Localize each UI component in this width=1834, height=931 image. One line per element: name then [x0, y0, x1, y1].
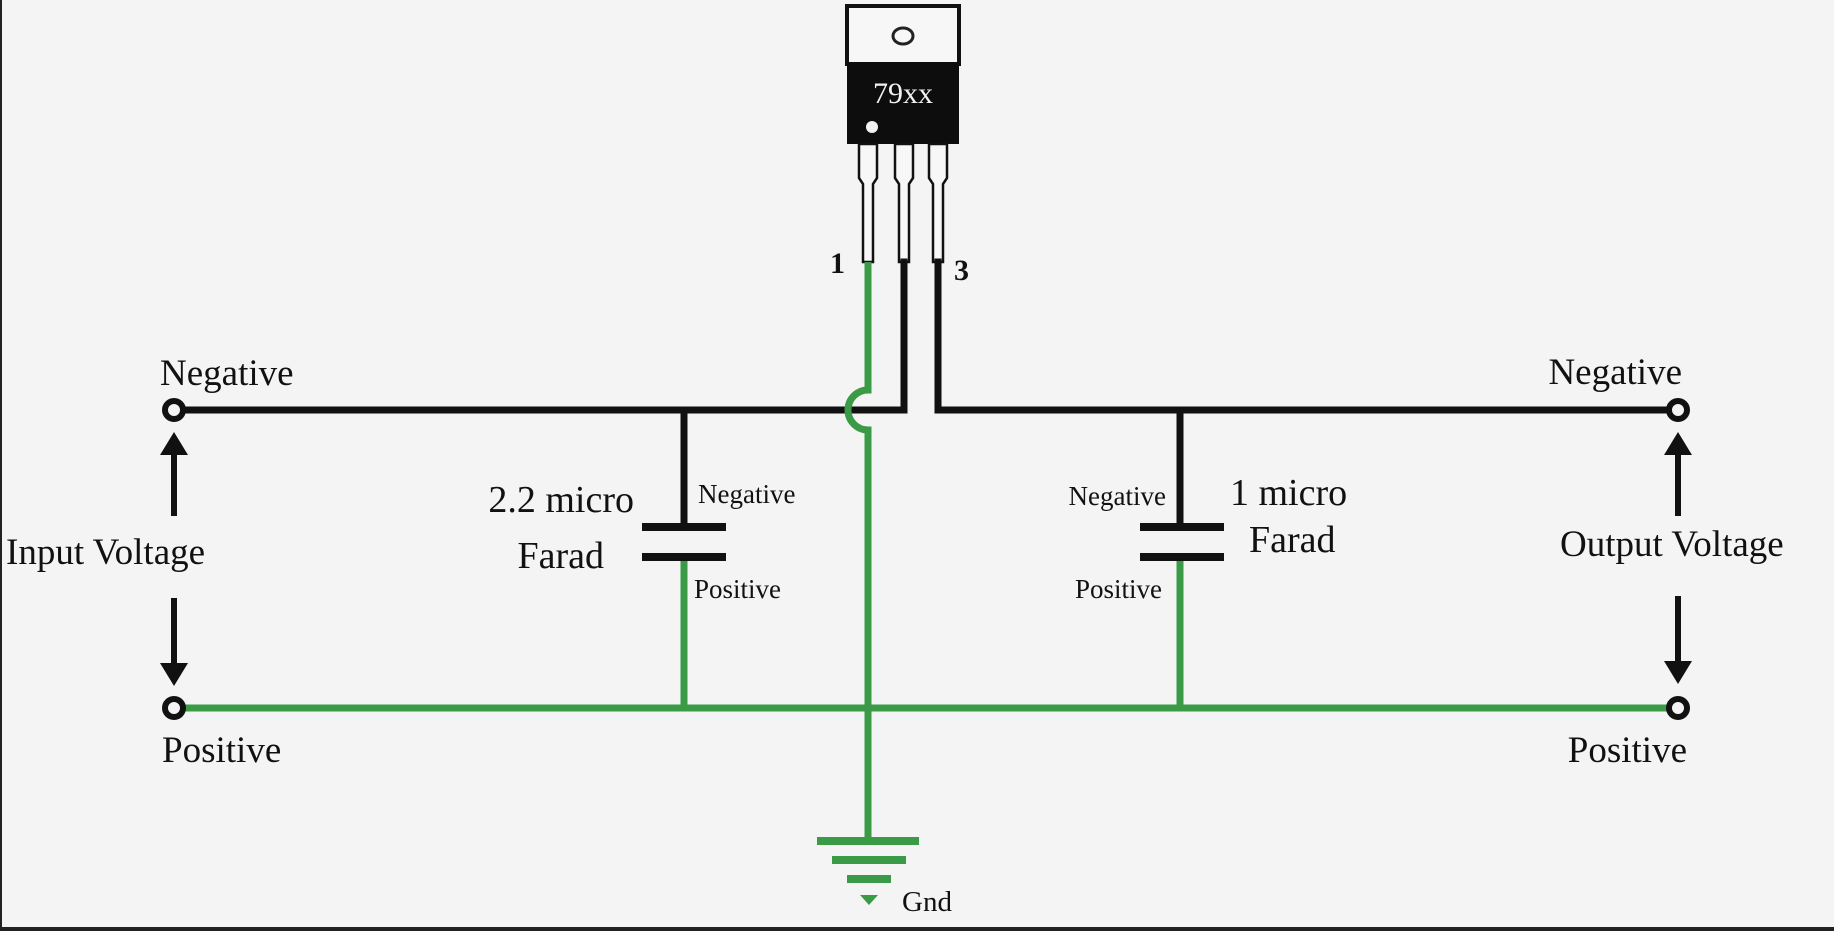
- ground-bar-2: [832, 856, 906, 864]
- capacitor-output: 1 micro Farad Negative Positive: [1069, 472, 1348, 604]
- input-negative-terminal[interactable]: [162, 398, 186, 422]
- input-voltage-label: Input Voltage: [6, 532, 205, 573]
- capacitor-input-negative-label: Negative: [698, 479, 795, 509]
- negative-rail: [178, 258, 1674, 530]
- capacitor-output-plate-positive: [1140, 553, 1224, 561]
- regulator-pin-1: [857, 142, 879, 264]
- positive-rail: [182, 262, 1670, 838]
- capacitor-input-positive-label: Positive: [694, 574, 781, 604]
- input-arrow-down-icon: [160, 598, 188, 686]
- input-arrow-up-icon: [160, 432, 188, 516]
- regulator-pins: [857, 142, 949, 264]
- input-positive-label: Positive: [162, 730, 281, 771]
- regulator-body: [847, 62, 959, 144]
- pin3-label: 3: [954, 254, 969, 287]
- capacitor-output-value-line2: Farad: [1249, 519, 1336, 561]
- ground-label: Gnd: [902, 886, 952, 918]
- output-arrow-down-icon: [1664, 596, 1692, 684]
- input-negative-label: Negative: [160, 353, 294, 394]
- ground-bar-3: [847, 875, 891, 883]
- regulator-pin-3: [927, 142, 949, 264]
- input-terminals: Negative Positive Input Voltage: [6, 353, 294, 771]
- pin1-label: 1: [830, 247, 845, 280]
- output-negative-terminal[interactable]: [1666, 398, 1690, 422]
- output-positive-terminal[interactable]: [1666, 696, 1690, 720]
- ground-icon: [817, 837, 919, 905]
- regulator-tab: [845, 4, 961, 66]
- wire-pin3-to-output: [934, 258, 1674, 414]
- regulator-pin1-dot: [866, 121, 878, 133]
- output-negative-label: Negative: [1548, 352, 1682, 393]
- capacitor-input-value-line2: Farad: [517, 535, 604, 577]
- capacitor-input: 2.2 micro Farad Negative Positive: [488, 479, 795, 604]
- wire-pin1-to-ground: [844, 262, 872, 838]
- capacitor-output-positive-label: Positive: [1075, 574, 1162, 604]
- wire-pin2-to-input: [848, 258, 908, 414]
- capacitor-output-value-line1: 1 micro: [1230, 472, 1347, 514]
- regulator-79xx: 79xx 1 3: [830, 4, 969, 287]
- output-arrow-up-icon: [1664, 432, 1692, 516]
- capacitor-output-negative-label: Negative: [1069, 481, 1166, 511]
- capacitor-output-plate-negative: [1140, 523, 1224, 531]
- output-terminals: Negative Positive Output Voltage: [1548, 352, 1783, 771]
- ground-tip: [860, 895, 878, 905]
- input-positive-terminal[interactable]: [162, 696, 186, 720]
- regulator-pin-2: [893, 142, 915, 264]
- regulator-mount-hole: [891, 26, 915, 46]
- capacitor-input-plate-positive: [642, 553, 726, 561]
- output-voltage-label: Output Voltage: [1560, 524, 1784, 565]
- ground-bar-1: [817, 837, 919, 845]
- capacitor-input-plate-negative: [642, 523, 726, 531]
- regulator-label: 79xx: [873, 77, 933, 110]
- output-positive-label: Positive: [1568, 730, 1687, 771]
- capacitor-input-value-line1: 2.2 micro: [488, 479, 634, 521]
